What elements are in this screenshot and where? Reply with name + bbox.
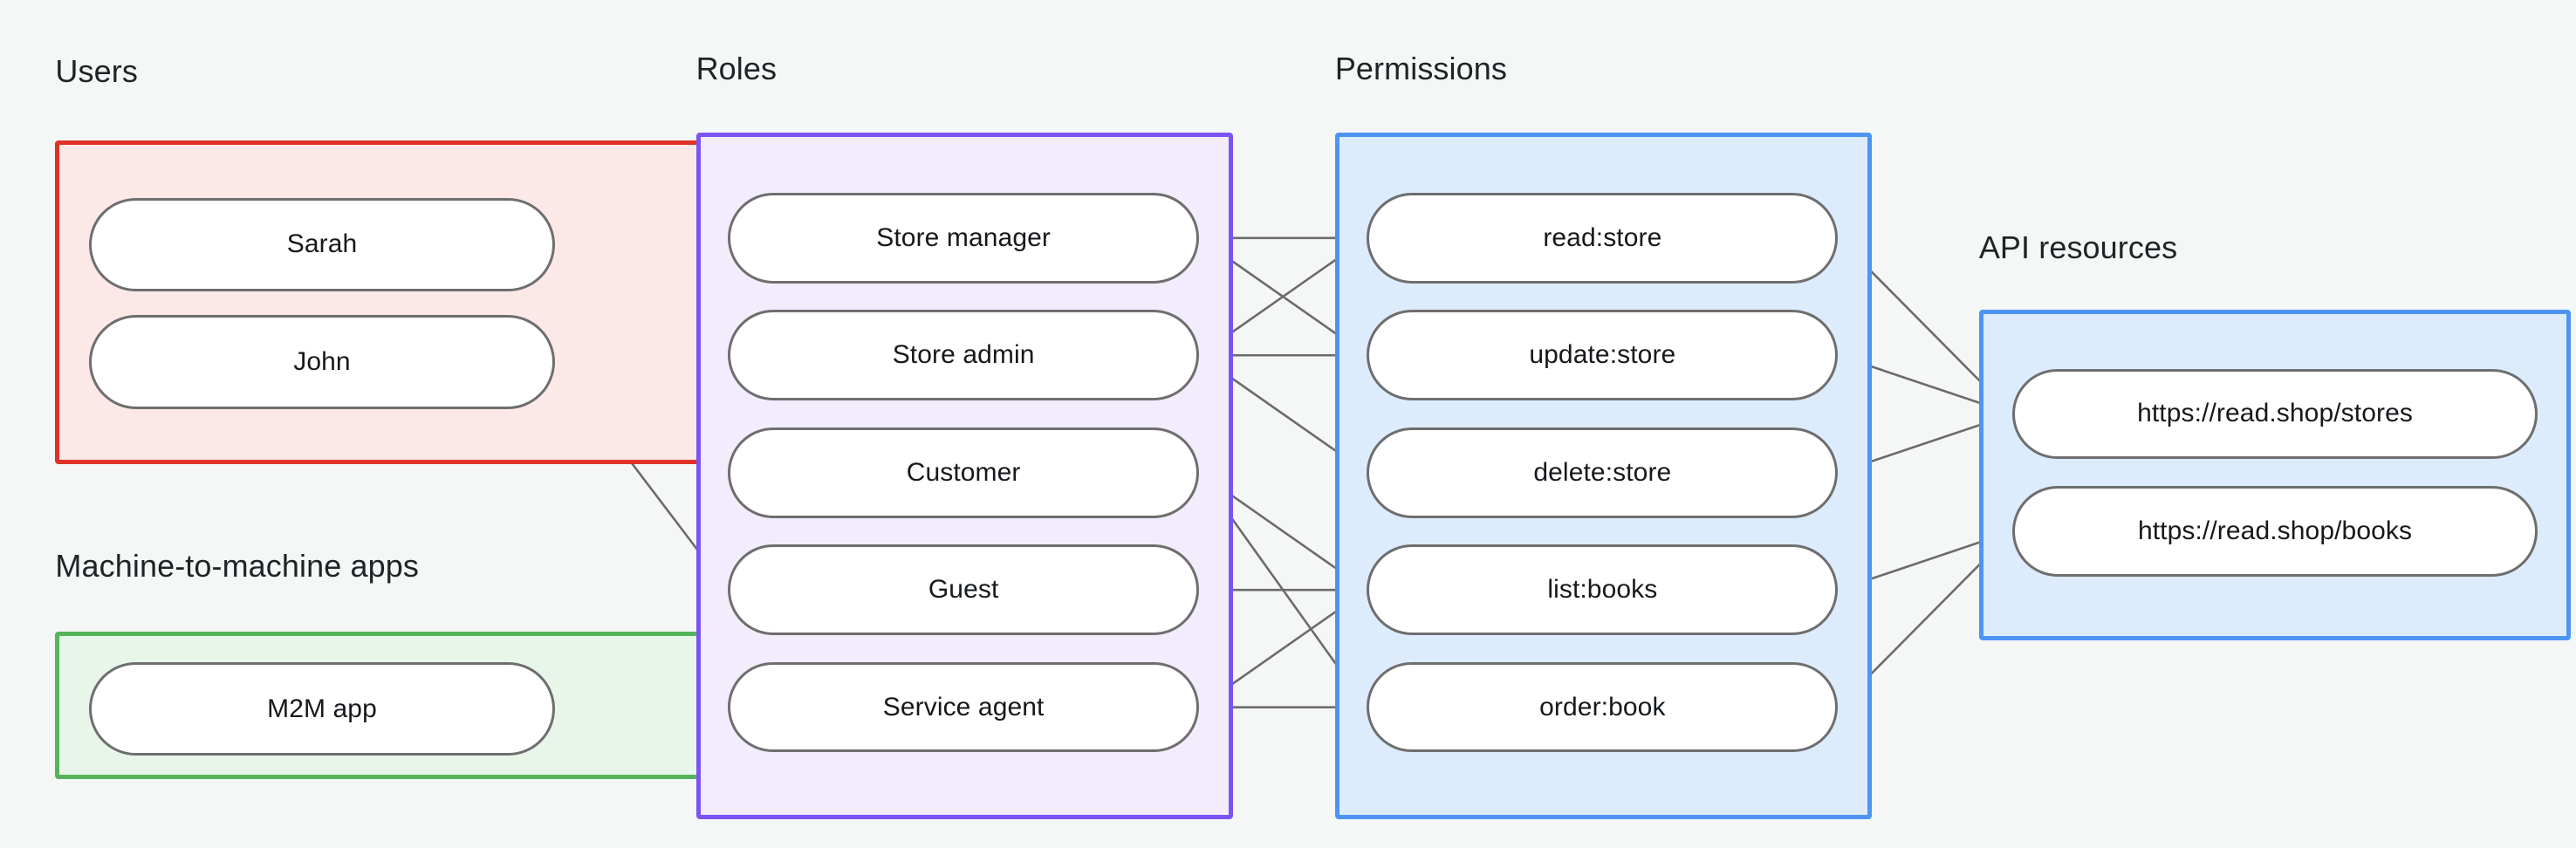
node-store_manager[interactable]: Store manager [728, 192, 1200, 284]
node-store_admin[interactable]: Store admin [728, 310, 1200, 401]
node-list_books[interactable]: list:books [1367, 544, 1839, 636]
group-title-m2m: Machine-to-machine apps [55, 548, 419, 585]
node-res_stores[interactable]: https://read.shop/stores [2012, 368, 2538, 460]
group-title-users: Users [55, 53, 138, 90]
node-res_books[interactable]: https://read.shop/books [2012, 486, 2538, 577]
node-sarah[interactable]: Sarah [88, 197, 556, 292]
node-delete_store[interactable]: delete:store [1367, 427, 1839, 518]
node-john[interactable]: John [88, 315, 556, 409]
node-customer[interactable]: Customer [728, 427, 1200, 518]
node-guest[interactable]: Guest [728, 544, 1200, 636]
group-box-api_resources [1978, 310, 2572, 640]
group-title-roles: Roles [695, 50, 778, 86]
node-update_store[interactable]: update:store [1367, 310, 1839, 401]
node-m2mapp[interactable]: M2M app [88, 661, 556, 756]
node-order_book[interactable]: order:book [1367, 661, 1839, 753]
node-service_agent[interactable]: Service agent [728, 661, 1200, 753]
group-title-api_resources: API resources [1978, 229, 2178, 266]
node-read_store[interactable]: read:store [1367, 192, 1839, 284]
group-title-permissions: Permissions [1334, 50, 1507, 86]
